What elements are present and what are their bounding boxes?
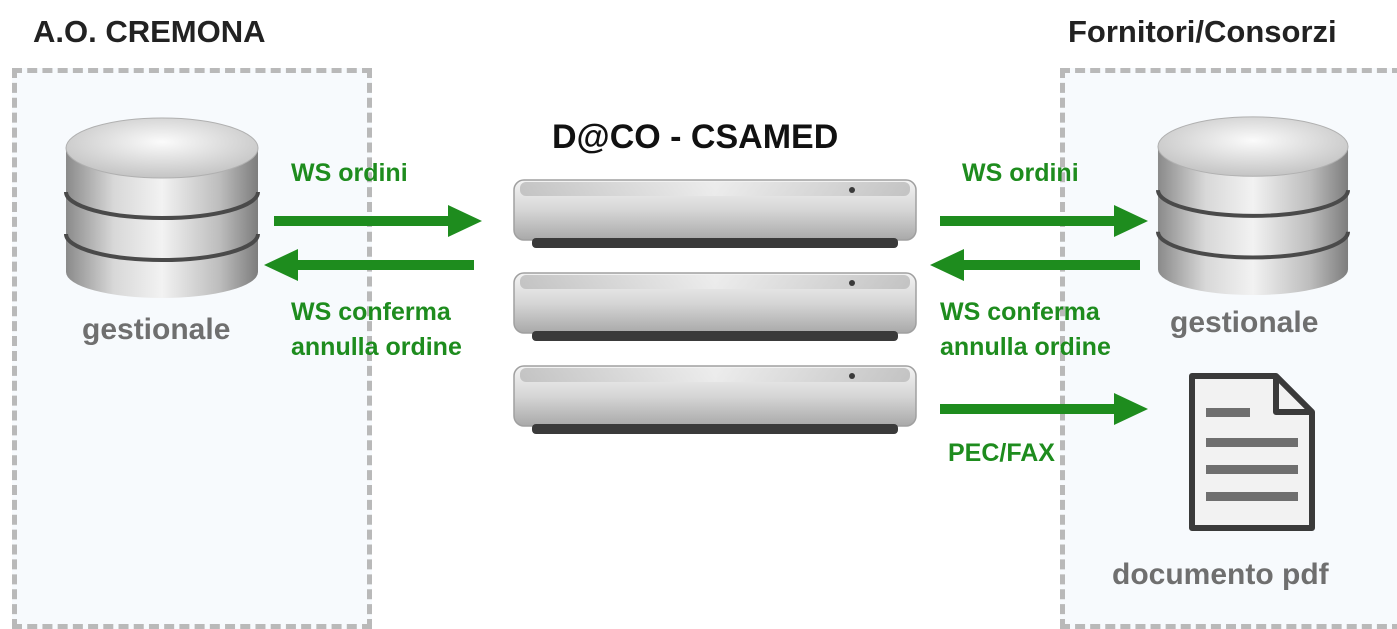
arrow-supplier-to-center [928, 249, 1140, 281]
arrow-center-to-left [262, 249, 474, 281]
left-annulla-ordine-label: annulla ordine [291, 333, 462, 361]
left-system-label: gestionale [82, 313, 231, 346]
server-unit-1-icon [512, 178, 918, 252]
left-ws-conferma-label: WS conferma [291, 298, 451, 326]
left-zone-title: A.O. CREMONA [33, 14, 266, 49]
pec-fax-label: PEC/FAX [948, 439, 1055, 467]
center-title: D@CO - CSAMED [552, 118, 839, 156]
right-zone-title: Fornitori/Consorzi [1068, 14, 1337, 49]
arrow-center-to-supplier [940, 205, 1150, 237]
right-ws-ordini-label: WS ordini [962, 159, 1079, 187]
server-unit-3-icon [512, 364, 918, 438]
arrow-center-to-document [940, 393, 1150, 425]
server-unit-2-icon [512, 271, 918, 345]
right-database-icon [1156, 108, 1350, 298]
right-system-label: gestionale [1170, 306, 1319, 339]
left-database-icon [64, 110, 260, 300]
document-label: documento pdf [1112, 558, 1329, 591]
left-ws-ordini-label: WS ordini [291, 159, 408, 187]
right-annulla-ordine-label: annulla ordine [940, 333, 1111, 361]
right-ws-conferma-label: WS conferma [940, 298, 1100, 326]
arrow-left-to-center [274, 205, 484, 237]
pdf-document-icon [1186, 372, 1318, 534]
